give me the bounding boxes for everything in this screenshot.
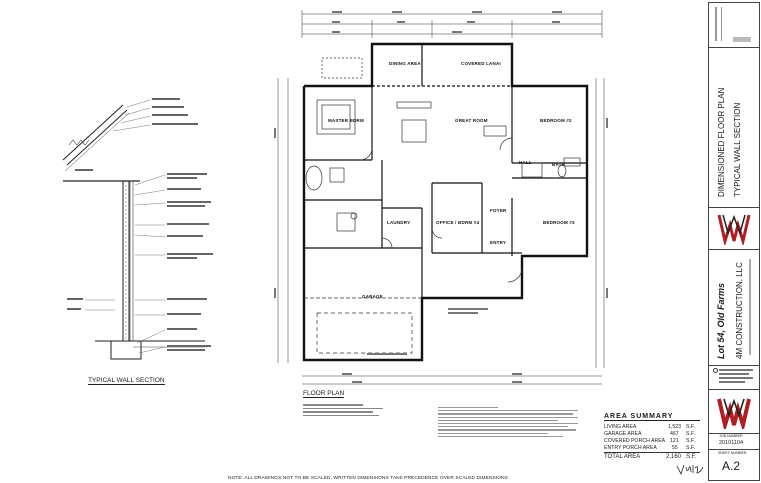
wm-logo-icon <box>717 214 751 245</box>
project-box: Lot 54, Old Farms 4M CONSTRUCTION, LLC <box>709 249 759 366</box>
wall-section-drawing <box>62 98 213 360</box>
floor-plan-title: FLOOR PLAN <box>303 390 345 398</box>
room-dining: DINING AREA <box>389 61 421 66</box>
room-bath: BATH <box>552 162 565 167</box>
room-great-room: GREAT ROOM <box>455 118 488 123</box>
job-number-box: JOB NUMBER 20101104 <box>709 433 759 450</box>
lot-name: Lot 54, Old Farms <box>716 282 726 359</box>
revisions-box <box>709 3 759 48</box>
title-block: DIMENSIONED FLOOR PLAN TYPICAL WALL SECT… <box>708 2 760 481</box>
signature <box>676 464 704 476</box>
room-covered-lanai: COVERED LANAI <box>461 61 501 66</box>
floor-plan-drawing <box>274 10 608 385</box>
room-bedroom-3: BEDROOM #3 <box>543 220 575 225</box>
job-number: 20101104 <box>719 440 744 446</box>
sheet-subtitle: TYPICAL WALL SECTION <box>733 102 742 197</box>
floor-plan-notes <box>303 402 393 422</box>
company-name: 4M CONSTRUCTION, LLC <box>735 262 744 359</box>
scale-note: NOTE: ALL DRAWINGS NOT TO BE SCALED, WRI… <box>228 476 508 481</box>
room-entry: ENTRY <box>490 240 507 245</box>
sheet-number: A.2 <box>722 459 741 473</box>
room-laundry: LAUNDRY <box>387 220 411 225</box>
sheet-number-box: SHEET NUMBER A.2 <box>718 451 747 473</box>
sheet-title-box: DIMENSIONED FLOOR PLAN TYPICAL WALL SECT… <box>709 47 759 208</box>
company-logo-box <box>709 207 759 250</box>
firm-logo-box <box>709 389 759 434</box>
wall-section-title: TYPICAL WALL SECTION <box>88 377 165 385</box>
area-row-total: TOTAL AREA 2,160 S.F. <box>604 452 700 460</box>
room-bedroom-2: BEDROOM #2 <box>540 118 572 123</box>
firm-info-box <box>709 365 759 390</box>
room-garage: GARAGE <box>362 294 383 299</box>
room-foyer: FOYER <box>490 208 507 213</box>
room-master-bedroom: MASTER BDRM <box>328 118 364 123</box>
area-summary-title: AREA SUMMARY <box>604 413 700 421</box>
general-notes <box>438 405 588 455</box>
room-office: OFFICE / BDRM #4 <box>436 220 480 225</box>
wm-mark-icon <box>717 398 751 429</box>
sheet-title: DIMENSIONED FLOOR PLAN <box>717 87 726 197</box>
room-hall: HALL <box>519 160 532 165</box>
